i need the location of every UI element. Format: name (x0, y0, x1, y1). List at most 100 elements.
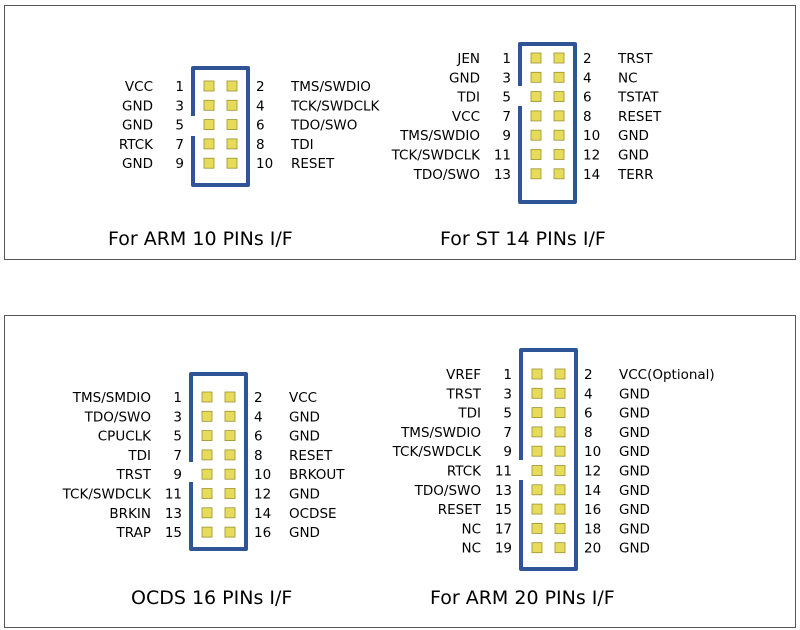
pin-number-right: 18 (584, 521, 601, 537)
pin-label-left: TMS/SWDIO (400, 425, 481, 441)
pin-pad-even (224, 488, 236, 499)
pin-pad-odd (203, 119, 215, 130)
pin-pad-odd (201, 488, 213, 499)
pin-pad-even (554, 368, 566, 380)
pin-number-right: 4 (256, 98, 265, 114)
pin-label-left: JEN (456, 51, 480, 67)
pin-label-left: TDO/SWO (414, 483, 481, 499)
pin-label-left: GND (449, 70, 480, 86)
pin-number-left: 17 (495, 521, 512, 537)
pin-row: JEN 1 2 TRST (456, 51, 653, 67)
pin-pad-even (553, 129, 565, 141)
pin-number-left: 13 (165, 506, 182, 522)
pin-number-left: 1 (502, 51, 511, 67)
pin-number-right: 10 (584, 444, 601, 460)
pin-number-right: 12 (583, 148, 600, 164)
pin-pad-even (554, 426, 566, 438)
pin-label-right: TRST (617, 51, 653, 67)
pin-label-left: NC (461, 541, 481, 557)
pin-label-left: TCK/SWDCLK (392, 444, 483, 460)
pin-pad-odd (530, 91, 542, 102)
pin-number-right: 14 (584, 483, 601, 499)
pin-label-left: GND (122, 98, 153, 114)
pin-pad-even (226, 99, 238, 111)
pin-number-left: 11 (495, 464, 512, 480)
pin-label-left: VREF (446, 367, 481, 383)
pin-pad-even (554, 484, 566, 496)
pin-label-right: GND (619, 425, 650, 441)
pin-number-right: 10 (583, 128, 600, 144)
pin-number-right: 14 (254, 506, 271, 522)
pin-pad-odd (201, 391, 213, 403)
pin-number-right: 2 (256, 79, 265, 95)
pin-label-right: GND (618, 128, 649, 144)
pin-pad-even (554, 542, 566, 554)
pin-label-right: TCK/SWDCLK (290, 98, 381, 114)
pin-label-left: TCK/SWDCLK (391, 148, 482, 164)
pin-pad-odd (531, 426, 543, 438)
pin-label-left: TRAP (116, 525, 151, 541)
pin-label-left: GND (122, 156, 153, 172)
pin-label-left: RTCK (119, 137, 154, 153)
pin-pad-odd (203, 138, 215, 150)
pin-pad-odd (201, 526, 213, 538)
pin-number-left: 13 (495, 483, 512, 499)
pin-number-left: 1 (503, 367, 512, 383)
pin-number-left: 5 (175, 118, 184, 134)
pin-pad-even (226, 80, 238, 92)
pin-pad-even (554, 387, 566, 399)
pin-pad-even (553, 71, 565, 83)
pin-number-right: 6 (256, 118, 265, 134)
pin-pad-odd (531, 445, 543, 457)
pin-label-right: RESET (618, 109, 662, 125)
pin-number-right: 8 (256, 137, 265, 153)
pin-label-right: GND (619, 464, 650, 480)
pin-pad-even (553, 52, 565, 64)
pin-label-right: VCC(Optional) (619, 367, 715, 383)
pin-pad-odd (203, 80, 215, 92)
pin-number-left: 5 (173, 429, 182, 445)
pin-label-right: GND (619, 521, 650, 537)
pin-number-right: 6 (583, 90, 592, 106)
pin-pad-odd (201, 468, 213, 480)
pin-label-right: OCDSE (289, 506, 337, 522)
pin-label-left: TDO/SWO (413, 167, 480, 183)
pin-label-right: TERR (617, 167, 654, 183)
pin-number-left: 11 (494, 148, 511, 164)
pin-pad-odd (531, 465, 543, 476)
pin-pad-even (553, 110, 565, 122)
pin-number-right: 2 (583, 51, 592, 67)
pin-number-left: 15 (165, 525, 182, 541)
pin-pad-odd (201, 430, 213, 442)
pin-label-right: BRKOUT (289, 467, 345, 483)
pin-number-left: 11 (165, 487, 182, 503)
pin-number-left: 1 (173, 390, 182, 406)
pin-number-left: 3 (502, 70, 511, 86)
pin-label-left: TMS/SMDIO (72, 390, 151, 406)
pin-pad-even (224, 507, 236, 519)
pin-pad-odd (531, 542, 543, 554)
pin-pad-odd (531, 503, 543, 515)
pin-number-left: 15 (495, 502, 512, 518)
